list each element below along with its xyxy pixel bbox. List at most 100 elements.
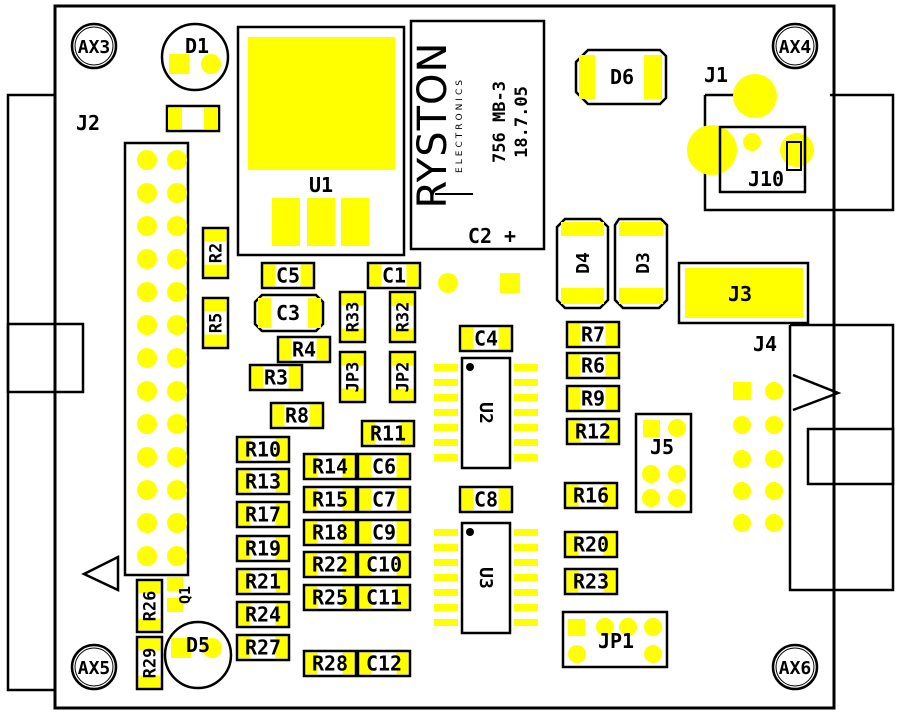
label-r26: R26 [141,591,161,622]
part-r7 [565,320,621,349]
label-c5: C5 [276,264,300,288]
part-c1 [366,261,422,290]
part-r11 [360,419,416,448]
silkscreen-labels: AX3 AX4 AX5 AX6 D1 D5 D6 J1 J2 J3 J4 J5 … [76,34,811,679]
label-c11: C11 [366,586,402,610]
part-r23 [563,567,619,596]
connector-j4 [733,323,895,592]
part-r3 [248,363,304,392]
label-d5: D5 [186,633,210,657]
part-r14 [302,452,358,481]
label-q1: Q1 [176,586,194,604]
part-r19 [235,534,291,563]
label-c3: C3 [276,301,300,325]
label-r25: R25 [312,586,348,610]
label-r11: R11 [370,422,406,446]
part-c12 [356,649,412,678]
label-j5: J5 [650,435,674,459]
label-r12: R12 [575,420,611,444]
label-r18: R18 [312,521,348,545]
date-code: 18.7.05 [512,86,532,158]
label-r6: R6 [581,354,605,378]
jumper-jp1 [561,610,669,669]
label-r2: R2 [207,243,227,263]
regulator-u1 [236,25,406,257]
label-c8: C8 [474,488,498,512]
part-jp2 [388,350,417,404]
part-r24 [235,600,291,629]
label-c6: C6 [372,455,396,479]
label-c7: C7 [372,488,396,512]
diode-d5 [163,620,233,690]
label-ax3: AX3 [78,37,111,58]
brand-sub: ELECTRONICS [455,77,465,173]
via-1 [438,273,458,293]
label-r7: R7 [581,323,605,347]
connector-j1 [687,74,895,212]
part-r26 [135,578,164,634]
label-jp3: JP3 [344,362,364,393]
label-j3: J3 [728,282,752,306]
label-ax5: AX5 [78,658,111,679]
mount-ax5 [70,643,118,691]
label-r13: R13 [245,470,281,494]
capacitor-c3 [253,293,325,333]
part-r25 [302,583,358,612]
label-r19: R19 [245,537,281,561]
label-j1: J1 [704,63,728,87]
label-r8: R8 [285,404,309,428]
resistor-r1 [165,104,221,133]
diode-d6 [574,48,668,106]
mount-ax4 [771,22,819,70]
part-c9 [356,518,412,547]
label-jp1: JP1 [598,629,634,653]
board-outline [53,4,836,710]
part-r20 [563,530,619,559]
part-c4 [458,324,514,353]
connector-j2 [6,93,190,692]
diode-d3 [613,217,669,310]
ic-u3 [434,521,538,635]
part-r16 [563,481,619,510]
label-c9: C9 [372,521,396,545]
part-r10 [235,435,291,464]
label-r17: R17 [245,503,281,527]
label-ax6: AX6 [779,658,812,679]
label-r32: R32 [394,302,414,333]
part-r33 [338,290,367,344]
label-r33: R33 [344,302,364,333]
diode-d4 [555,217,610,310]
label-c10: C10 [366,553,402,577]
part-c10 [356,550,412,579]
part-r13 [235,467,291,496]
label-jp2: JP2 [394,362,414,393]
part-r32 [388,290,417,344]
part-r15 [302,485,358,514]
part-r28 [302,649,358,678]
label-j4: J4 [753,332,777,356]
part-r18 [302,518,358,547]
jumper-j5 [634,412,693,514]
via-2 [500,273,520,293]
label-r28: R28 [312,652,348,676]
label-r22: R22 [312,553,348,577]
label-j10: J10 [748,167,784,191]
diode-d1 [160,22,230,92]
label-d4: D4 [573,252,594,274]
label-r20: R20 [573,533,609,557]
brand-name: RYSTON [410,42,456,209]
mount-ax6 [771,643,819,691]
jumper-j3 [677,261,810,325]
part-r4 [276,335,332,364]
label-c4: C4 [474,327,498,351]
mount-ax3 [70,22,118,70]
label-r4: R4 [292,338,316,362]
label-d6: D6 [610,65,634,89]
capacitor-c2 [409,19,546,251]
label-d3: D3 [633,252,654,274]
part-r21 [235,567,291,596]
label-r16: R16 [573,484,609,508]
label-r23: R23 [573,570,609,594]
label-c1: C1 [382,264,406,288]
